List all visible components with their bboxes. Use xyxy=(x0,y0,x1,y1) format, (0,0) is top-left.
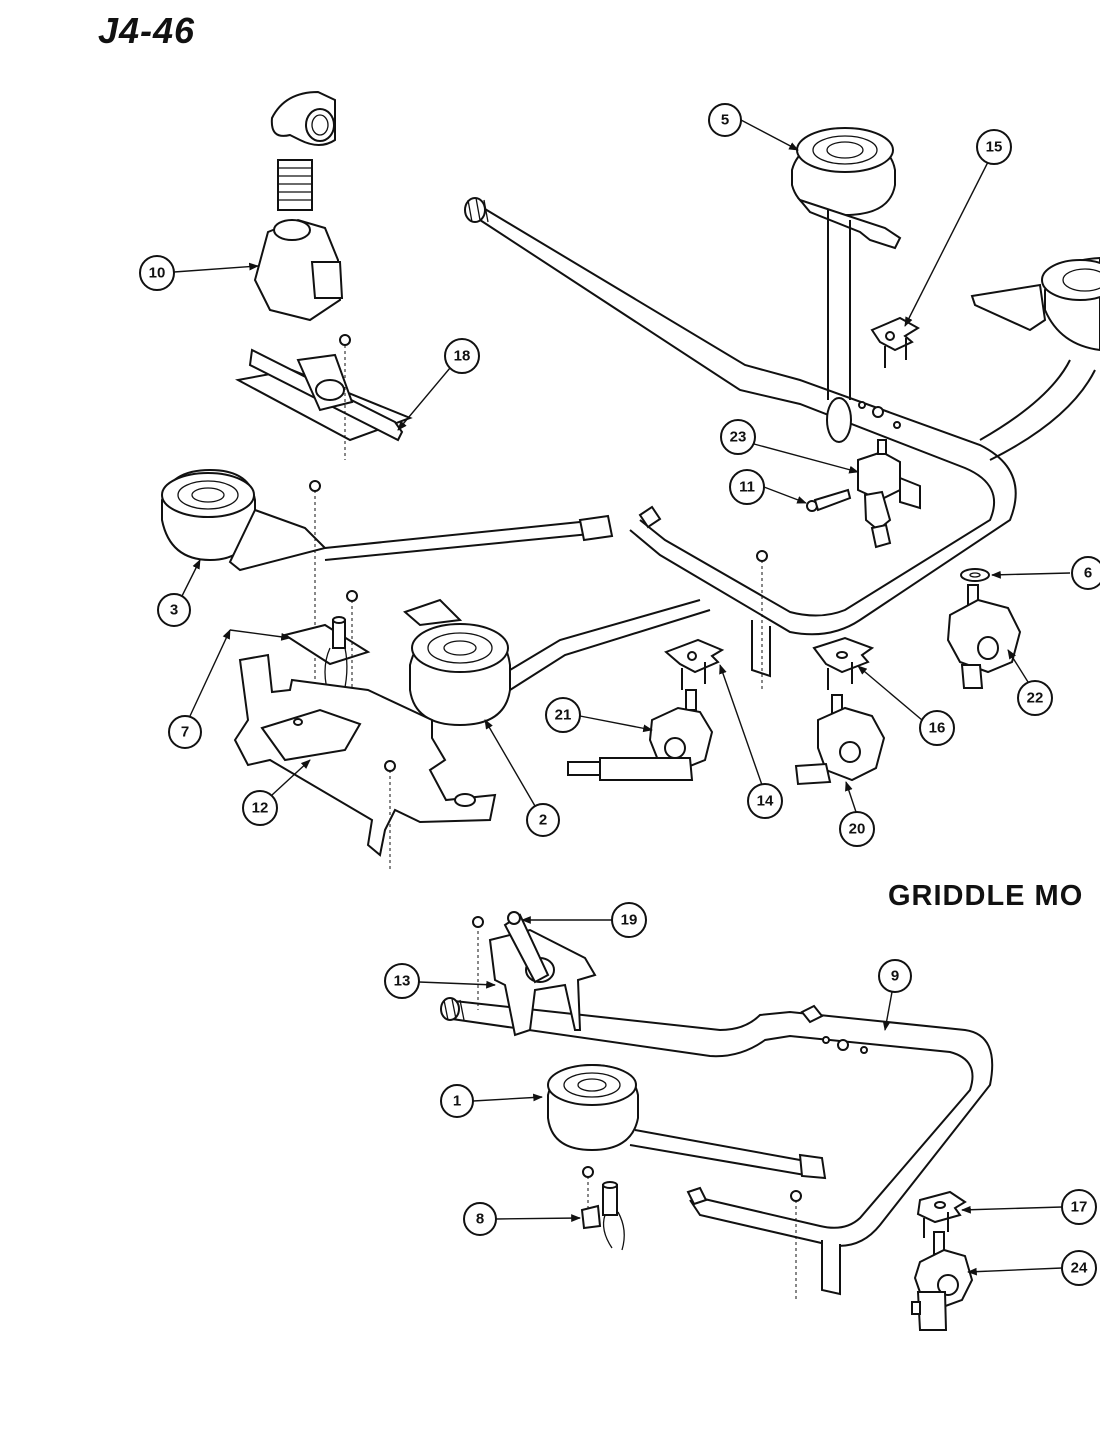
callout-15: 15 xyxy=(904,129,1012,327)
bracket-17 xyxy=(916,1190,967,1238)
callout-16-label: 16 xyxy=(929,720,946,737)
callout-11-label: 11 xyxy=(739,479,755,496)
callout-7-label: 7 xyxy=(181,724,189,741)
bracket-14 xyxy=(664,638,725,690)
burner-1 xyxy=(547,1063,827,1180)
callout-6: 6 xyxy=(991,556,1100,590)
callout-22: 22 xyxy=(1007,649,1053,716)
callout-11: 11 xyxy=(729,469,807,505)
callout-19-label: 19 xyxy=(621,912,638,929)
valve-20 xyxy=(794,694,886,786)
burner-right xyxy=(970,256,1100,461)
callout-18-label: 18 xyxy=(454,348,471,365)
callout-21-label: 21 xyxy=(555,707,572,724)
callout-21: 21 xyxy=(545,697,653,733)
callout-17-label: 17 xyxy=(1071,1199,1088,1216)
callout-13-label: 13 xyxy=(394,973,411,990)
callout-1-label: 1 xyxy=(453,1093,461,1110)
callout-14-label: 14 xyxy=(757,793,774,810)
callout-23-label: 23 xyxy=(730,429,747,446)
callout-19: 19 xyxy=(521,902,647,938)
page-code: J4-46 xyxy=(98,10,196,51)
callout-7: 7 xyxy=(168,629,291,749)
callout-22-label: 22 xyxy=(1027,690,1044,707)
screw-11 xyxy=(806,488,852,512)
callout-16: 16 xyxy=(857,665,955,746)
callout-2-label: 2 xyxy=(539,812,547,829)
callout-15-label: 15 xyxy=(986,139,1003,156)
callout-9-label: 9 xyxy=(891,968,899,985)
valve-23 xyxy=(857,439,921,549)
callout-24-label: 24 xyxy=(1071,1260,1088,1277)
callout-8: 8 xyxy=(463,1202,581,1236)
callout-23: 23 xyxy=(720,419,859,474)
bracket-18 xyxy=(235,334,413,460)
callout-5: 5 xyxy=(708,103,799,151)
callout-14: 14 xyxy=(719,664,783,819)
callout-6-label: 6 xyxy=(1084,565,1092,582)
valve-22 xyxy=(946,568,1022,689)
callout-3-label: 3 xyxy=(170,602,178,619)
bracket-15 xyxy=(870,316,920,368)
igniter-8 xyxy=(580,1166,625,1251)
griddle-section-title: GRIDDLE MO xyxy=(888,880,1084,912)
callout-24: 24 xyxy=(967,1250,1097,1286)
callout-5-label: 5 xyxy=(721,112,729,129)
callout-2: 2 xyxy=(484,719,560,837)
callout-12: 12 xyxy=(242,759,311,826)
griddle-manifold-pipe xyxy=(440,997,994,1300)
mounting-bracket-12 xyxy=(233,653,497,870)
callout-12-label: 12 xyxy=(252,800,269,817)
callout-10-label: 10 xyxy=(149,265,166,282)
callout-9: 9 xyxy=(878,959,912,1031)
burner-2 xyxy=(403,598,711,727)
main-manifold-pipe xyxy=(464,197,1017,690)
burner-5 xyxy=(791,127,902,443)
bracket-16 xyxy=(812,636,875,690)
valve-24 xyxy=(911,1231,974,1331)
callout-20-label: 20 xyxy=(849,821,866,838)
bracket-13 xyxy=(472,911,597,1037)
regulator-10 xyxy=(253,90,344,322)
callout-10: 10 xyxy=(139,255,259,291)
callout-1: 1 xyxy=(440,1084,543,1118)
valve-21 xyxy=(567,689,714,781)
callout-20: 20 xyxy=(839,781,875,847)
burner-3 xyxy=(161,468,614,700)
callout-18: 18 xyxy=(397,338,480,431)
callout-3: 3 xyxy=(157,559,201,627)
callout-13: 13 xyxy=(384,963,496,999)
callout-17: 17 xyxy=(961,1189,1097,1225)
callout-8-label: 8 xyxy=(476,1211,484,1228)
